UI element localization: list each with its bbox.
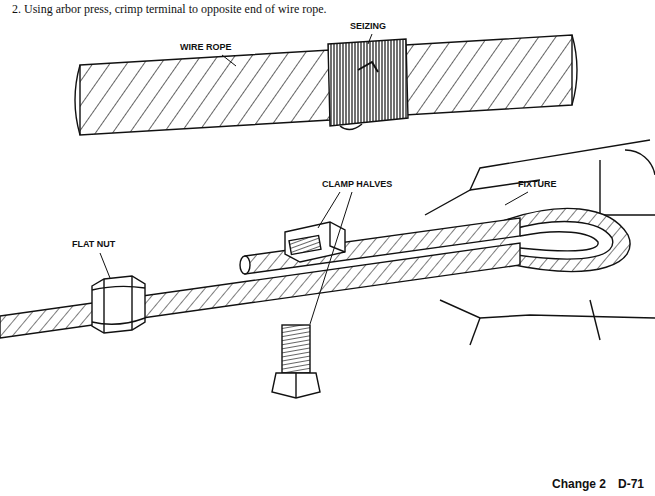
- leader-line: [100, 34, 528, 324]
- part-label: FIXTURE: [518, 180, 557, 190]
- part-label: SEIZING: [350, 22, 386, 32]
- part-label: CLAMP HALVES: [322, 180, 392, 190]
- wire-rope: [0, 218, 520, 338]
- part-label: FLAT NUT: [72, 240, 115, 250]
- instruction-text: 2. Using arbor press, crimp terminal to …: [12, 3, 327, 16]
- change-number: Change 2: [552, 478, 606, 491]
- flat-nut: [92, 276, 145, 333]
- clamp-half: [272, 325, 320, 398]
- part-label: WIRE ROPE: [180, 43, 232, 53]
- seized-rope: [75, 35, 577, 135]
- page-number: D-71: [618, 478, 644, 491]
